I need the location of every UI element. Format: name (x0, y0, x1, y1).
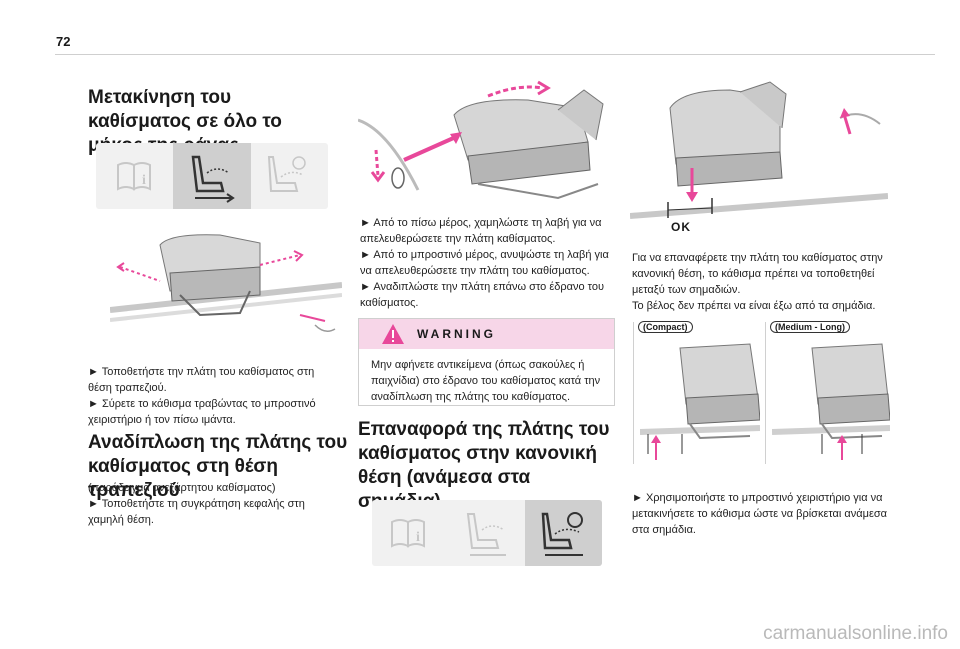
col1-section2-note: (παράδειγμα ανεξάρτητου καθίσματος) (88, 482, 276, 494)
seat-fold-illustration (358, 80, 604, 200)
seat-slide-cell-2 (448, 500, 525, 566)
svg-text:i: i (416, 530, 420, 545)
col1-step-2: ► Σύρετε το κάθισμα τραβώντας το μπροστι… (88, 398, 316, 426)
seat-rail-illustration (110, 234, 342, 332)
col3-text-2: Το βέλος δεν πρέπει να είναι έξω από τα … (632, 300, 876, 312)
page-number: 72 (56, 34, 71, 49)
col2-steps: ► Από το πίσω μέρος, χαμηλώστε τη λαβή γ… (360, 215, 612, 311)
col1-step-1: ► Τοποθετήστε την πλάτη του καθίσματος σ… (88, 366, 315, 394)
col1-section2-title: Αναδίπλωση της πλάτης του καθίσματος στη… (88, 432, 348, 501)
seat-fold-icon (267, 156, 306, 192)
col2-step-3: ► Αναδιπλώστε την πλάτη επάνω στο έδρανο… (360, 281, 604, 309)
col2-step-1: ► Από το πίσω μέρος, χαμηλώστε τη λαβή γ… (360, 217, 602, 245)
header-rule (55, 54, 935, 55)
compact-divider (633, 322, 634, 464)
book-info-icon: i (391, 519, 425, 548)
medium-long-illustration (772, 343, 890, 460)
col3-step-1: ► Χρησιμοποιήστε το μπροστινό χειριστήρι… (632, 492, 888, 536)
seat-marks-illustration (630, 81, 888, 219)
svg-text:i: i (142, 173, 146, 188)
medium-long-label: (Medium - Long) (770, 321, 850, 333)
col3-steps: ► Χρησιμοποιήστε το μπροστινό χειριστήρι… (632, 490, 894, 538)
col1-section2-step-1: ► Τοποθετήστε τη συγκράτηση κεφαλής στη … (88, 498, 305, 526)
warning-box: WARNING Μην αφήνετε αντικείμενα (όπως σα… (358, 318, 615, 406)
book-info-cell-2: i (372, 500, 448, 566)
seat-slide-cell (173, 143, 251, 209)
col3-text: Για να επαναφέρετε την πλάτη του καθίσμα… (632, 250, 892, 314)
compact-label: (Compact) (638, 321, 693, 333)
seat-slide-icon (191, 155, 235, 203)
seat-slide-icon (466, 513, 506, 556)
seat-fold-cell (251, 143, 328, 209)
col3-text-1: Για να επαναφέρετε την πλάτη του καθίσμα… (632, 252, 883, 296)
medium-long-divider (765, 322, 766, 464)
icon-bar-2: i (372, 500, 602, 566)
col1-steps: ► Τοποθετήστε την πλάτη του καθίσματος σ… (88, 364, 338, 428)
warning-text: Μην αφήνετε αντικείμενα (όπως σακούλες ή… (371, 359, 601, 403)
warning-title: WARNING (417, 327, 496, 341)
compact-illustration (640, 343, 760, 460)
icon-bar-1: i (96, 143, 328, 209)
col2-step-2: ► Από το μπροστινό μέρος, ανυψώστε τη λα… (360, 249, 609, 277)
seat-fold-icon (541, 512, 583, 556)
col1-section2-body: (παράδειγμα ανεξάρτητου καθίσματος) ► Το… (88, 480, 338, 528)
book-info-cell: i (96, 143, 173, 209)
ok-label: OK (671, 220, 691, 234)
book-info-icon: i (117, 162, 151, 191)
warning-header: WARNING (359, 319, 614, 349)
seat-fold-cell-2 (525, 500, 602, 566)
watermark: carmanualsonline.info (763, 623, 948, 644)
warning-triangle-icon (382, 324, 404, 344)
